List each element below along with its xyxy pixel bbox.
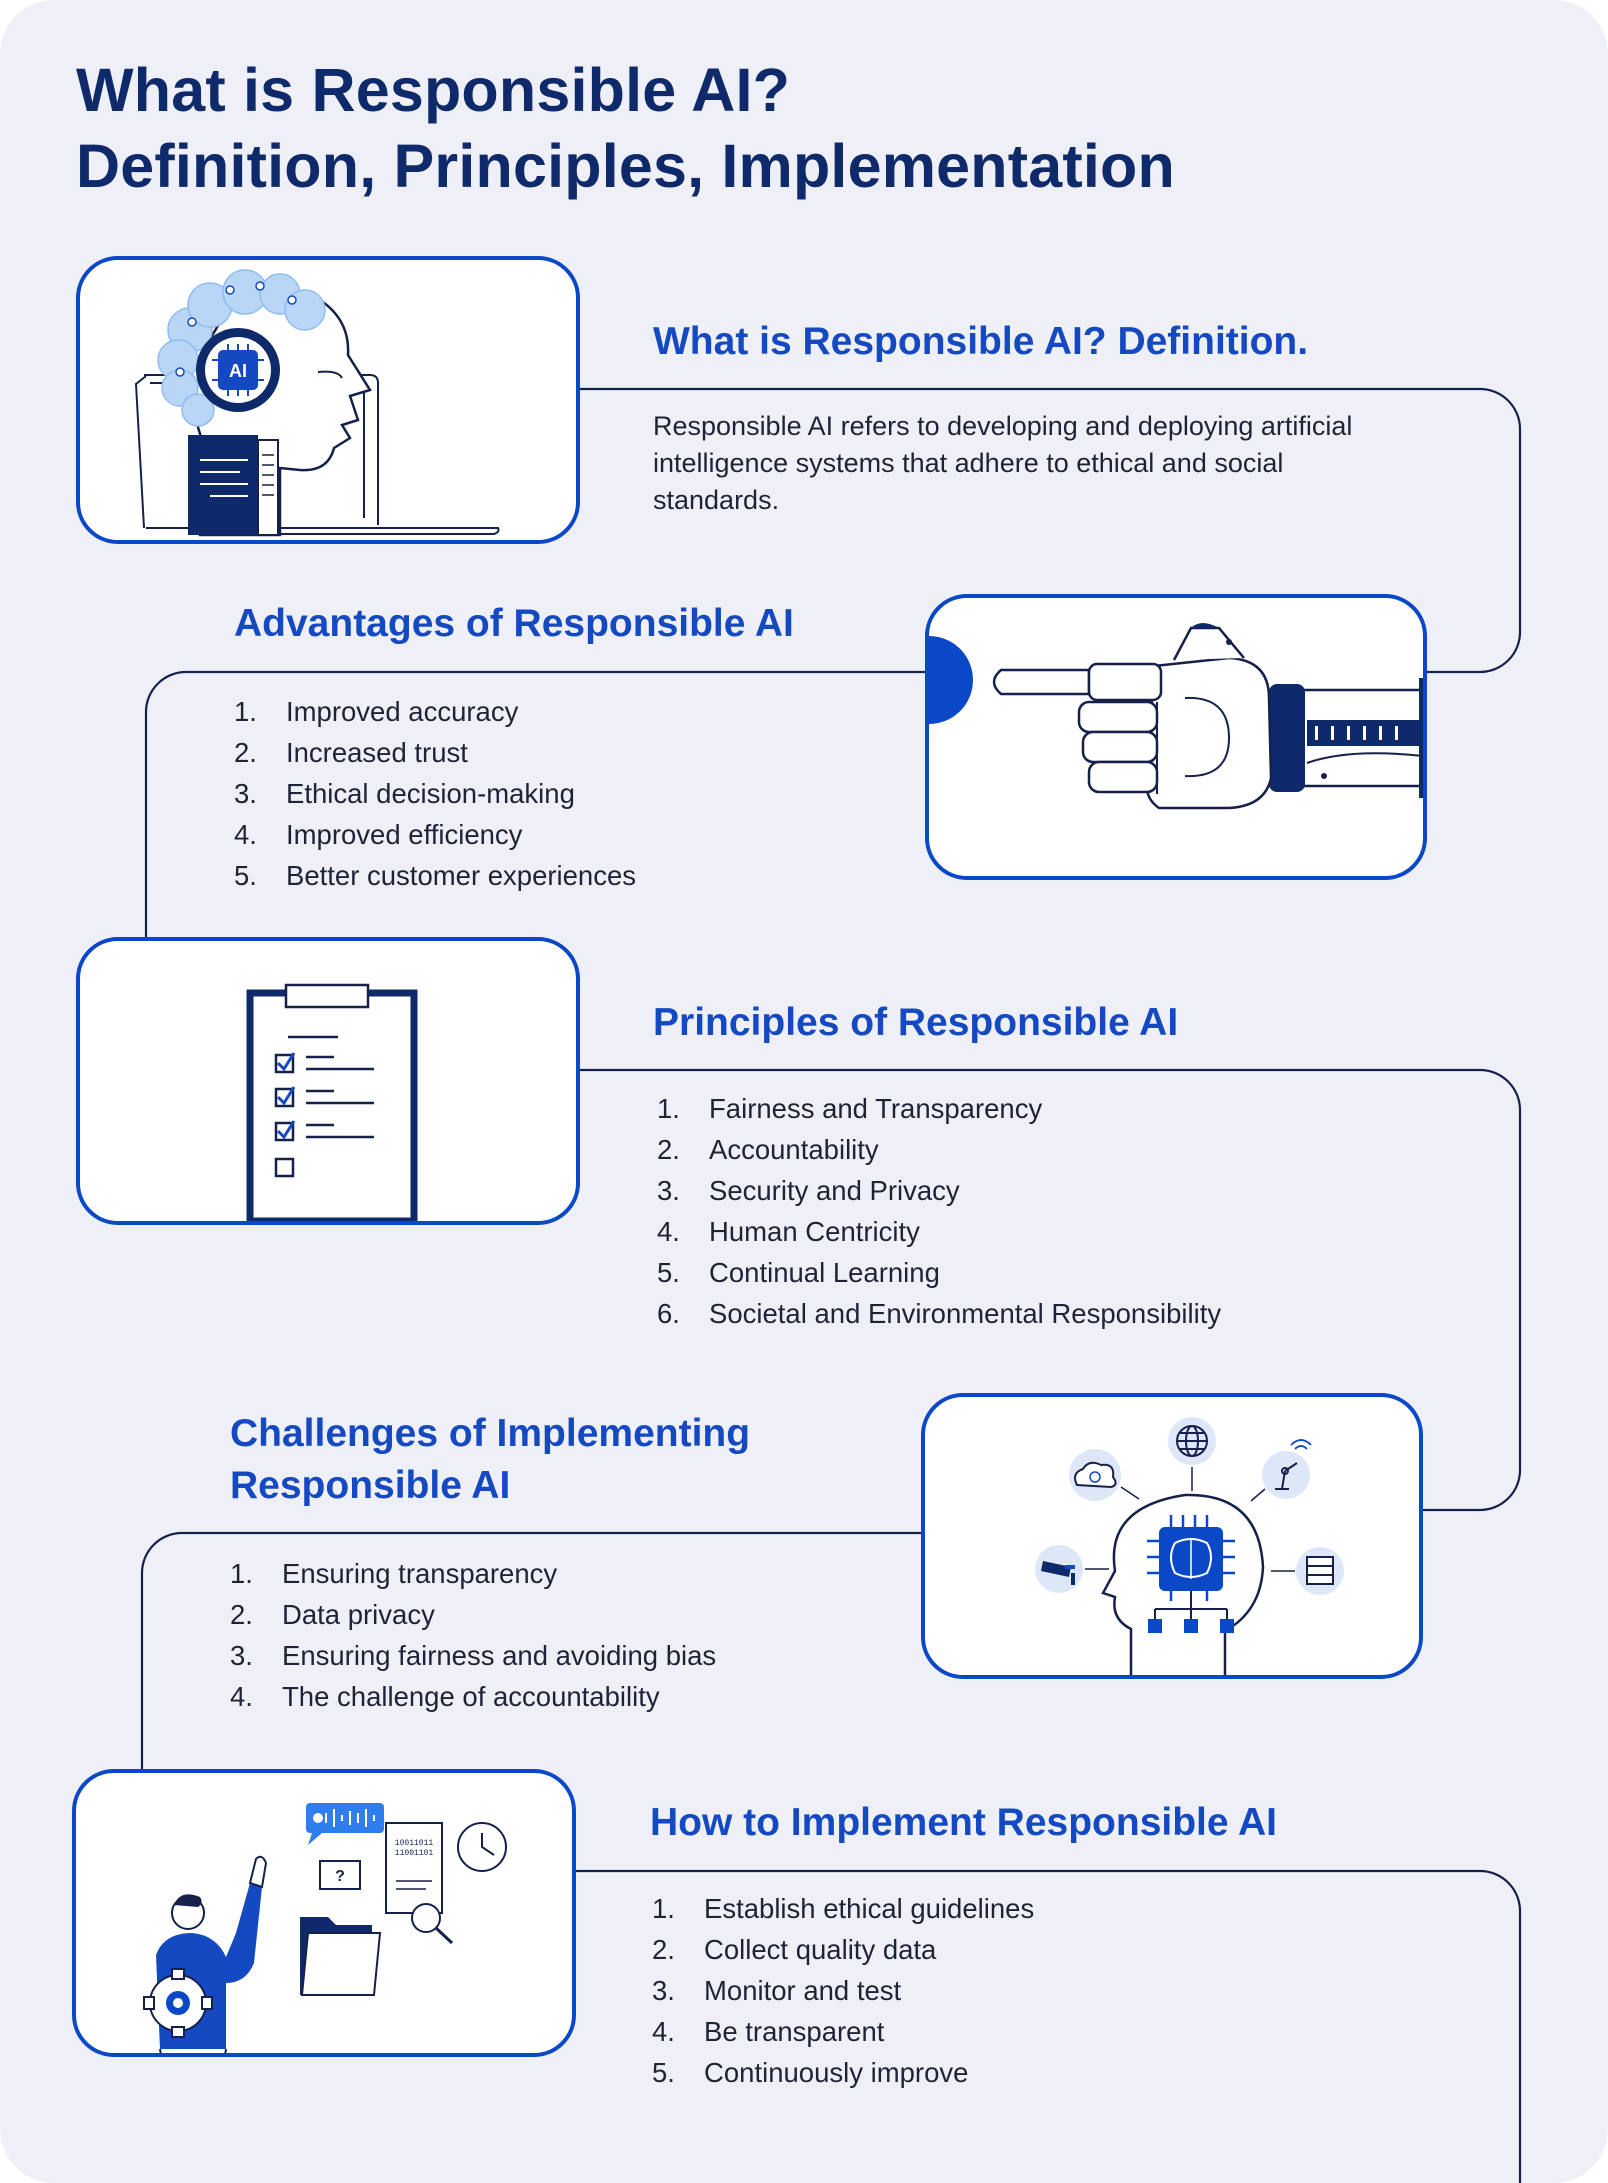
list-item: 1.Establish ethical guidelines xyxy=(652,1893,1035,1924)
list-item: 4.Improved efficiency xyxy=(234,819,523,850)
challenges-heading-line-1: Challenges of Implementing xyxy=(230,1412,751,1455)
list-item: 5.Continual Learning xyxy=(657,1257,940,1288)
advantages-heading: Advantages of Responsible AI xyxy=(234,602,794,645)
principles-list: 1.Fairness and Transparency 2.Accountabi… xyxy=(657,1088,1221,1334)
list-item: 4.Be transparent xyxy=(652,2016,885,2047)
implement-heading: How to Implement Responsible AI xyxy=(650,1801,1277,1844)
definition-illustration-card: AI xyxy=(76,256,580,544)
list-item: 1.Improved accuracy xyxy=(234,696,519,727)
challenges-heading: Challenges of Implementing Responsible A… xyxy=(230,1408,750,1512)
list-item: 1.Ensuring transparency xyxy=(230,1558,558,1589)
advantages-illustration-card xyxy=(925,594,1427,880)
checklist-clipboard-icon xyxy=(246,983,418,1221)
challenges-list: 1.Ensuring transparency 2.Data privacy 3… xyxy=(230,1553,716,1717)
list-item: 3.Ensuring fairness and avoiding bias xyxy=(230,1640,717,1671)
challenges-illustration-card xyxy=(921,1393,1423,1679)
page-title-line-2: Definition, Principles, Implementation xyxy=(76,132,1175,200)
advantages-list: 1.Improved accuracy 2.Increased trust 3.… xyxy=(234,691,636,896)
list-item: 3.Security and Privacy xyxy=(657,1175,960,1206)
page-title-line-1: What is Responsible AI? xyxy=(76,56,791,124)
definition-heading: What is Responsible AI? Definition. xyxy=(653,320,1309,363)
ai-brain-network-icon xyxy=(1035,1417,1344,1675)
implement-illustration-card: 10011011 11001101 ? xyxy=(72,1769,576,2057)
person-data-workflow-icon: 10011011 11001101 ? xyxy=(143,1803,507,2053)
doc-digits-line-2: 11001101 xyxy=(395,1849,434,1858)
challenges-heading-line-2: Responsible AI xyxy=(230,1464,511,1507)
list-item: 6.Societal and Environmental Responsibil… xyxy=(657,1298,1222,1329)
list-item: 2.Increased trust xyxy=(234,737,468,768)
principles-heading: Principles of Responsible AI xyxy=(653,1001,1179,1044)
question-mark: ? xyxy=(335,1868,345,1885)
list-item: 5.Better customer experiences xyxy=(234,860,637,891)
list-item: 1.Fairness and Transparency xyxy=(657,1093,1043,1124)
definition-text: Responsible AI refers to developing and … xyxy=(653,411,1353,515)
implement-list: 1.Establish ethical guidelines 2.Collect… xyxy=(652,1888,1034,2093)
doc-digits-line-1: 10011011 xyxy=(395,1839,434,1848)
ai-head-laptop-icon: AI xyxy=(134,269,500,537)
robot-hand-pointing-icon xyxy=(929,623,1423,810)
list-item: 2.Data privacy xyxy=(230,1599,435,1630)
list-item: 4.Human Centricity xyxy=(657,1216,920,1247)
list-item: 5.Continuously improve xyxy=(652,2057,969,2088)
page-title: What is Responsible AI? Definition, Prin… xyxy=(76,52,1526,204)
list-item: 3.Ethical decision-making xyxy=(234,778,575,809)
list-item: 2.Accountability xyxy=(657,1134,879,1165)
list-item: 4.The challenge of accountability xyxy=(230,1681,660,1712)
list-item: 3.Monitor and test xyxy=(652,1975,902,2006)
ai-chip-label: AI xyxy=(229,361,247,381)
list-item: 2.Collect quality data xyxy=(652,1934,937,1965)
principles-illustration-card xyxy=(76,937,580,1225)
